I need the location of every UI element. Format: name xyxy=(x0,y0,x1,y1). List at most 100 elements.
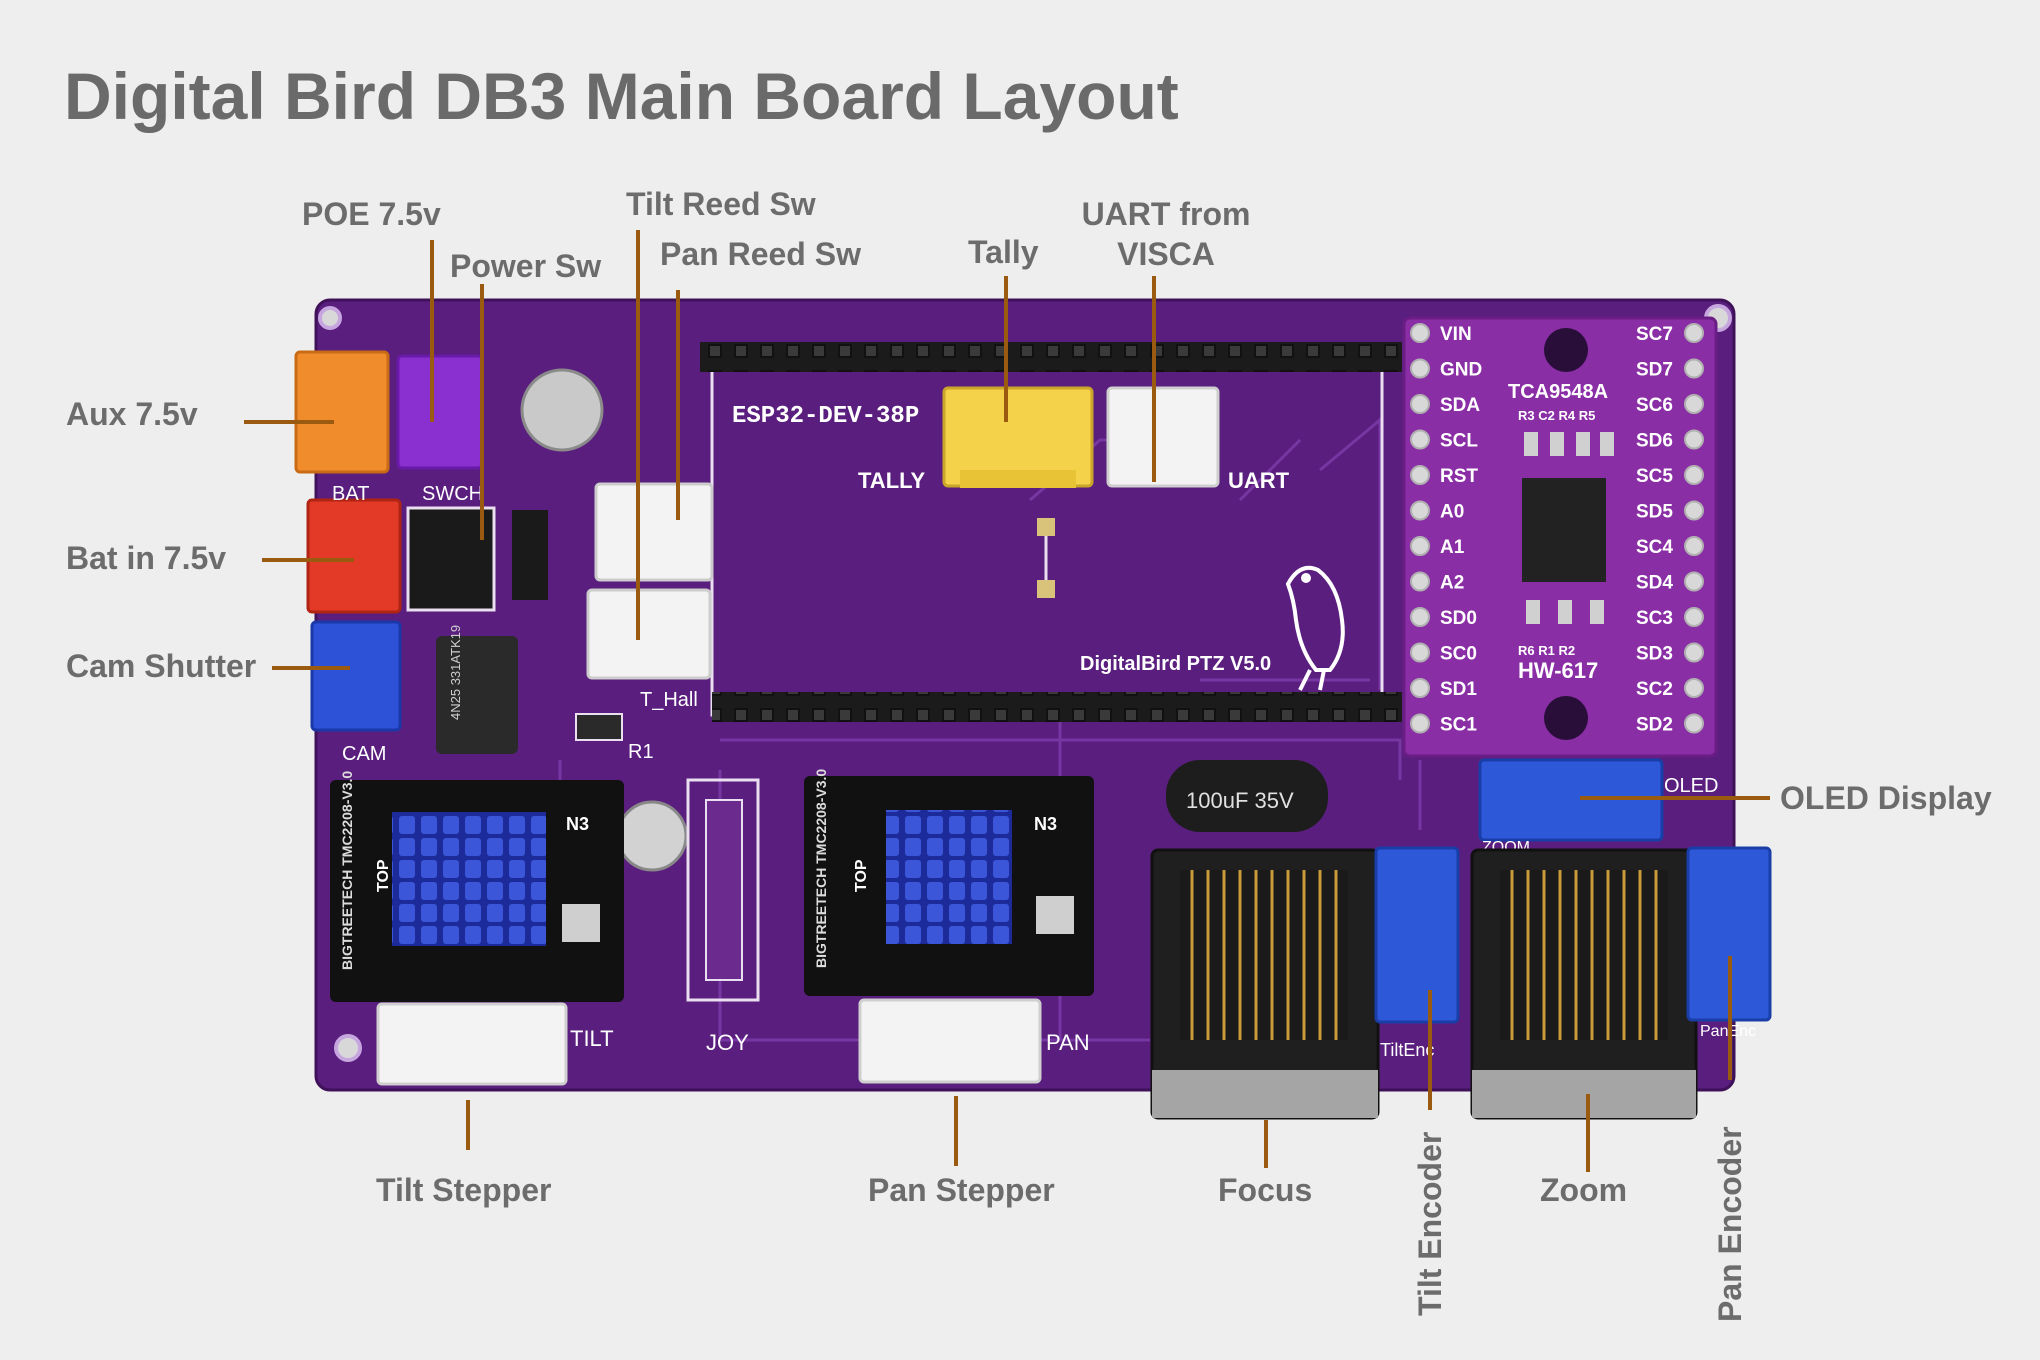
cam-connector xyxy=(310,620,402,732)
mux-pin-label-sc4: SC4 xyxy=(1636,537,1673,558)
mux-pin-pad xyxy=(1410,571,1430,592)
mux-pin-label-gnd: GND xyxy=(1440,360,1482,381)
tilt-enc-silk: TiltEnc xyxy=(1380,1040,1434,1060)
poe-connector xyxy=(396,354,484,470)
esp32-header-bottom xyxy=(712,692,1402,722)
tilt-reed-connector xyxy=(594,482,714,582)
tilt-stepper-connector xyxy=(376,1002,568,1086)
capacitor-large xyxy=(1166,760,1328,832)
tilt-heatsink xyxy=(392,812,546,946)
mux-pin-label-a0: A0 xyxy=(1440,502,1464,523)
callout-aux: Aux 7.5v xyxy=(66,396,198,432)
mux-pin-pad xyxy=(1684,323,1704,343)
mux-pin-label-rst: RST xyxy=(1440,466,1478,487)
mux-pin-label-sd5: SD5 xyxy=(1636,502,1673,523)
mux-pin-label-sd4: SD4 xyxy=(1636,573,1673,594)
bat-connector xyxy=(306,498,402,614)
mux-pin-pad xyxy=(1684,678,1704,698)
mux-pin-pad xyxy=(1410,713,1430,734)
n3-silk-pan: N3 xyxy=(1034,814,1057,834)
callout-pan-reed: Pan Reed Sw xyxy=(660,236,861,272)
callout-tilt-reed: Tilt Reed Sw xyxy=(626,186,816,222)
pan-heatsink xyxy=(886,810,1012,944)
mux-pin-label-sc0: SC0 xyxy=(1440,644,1477,665)
joy-silk: JOY xyxy=(706,1030,749,1055)
mux-pin-label-sc3: SC3 xyxy=(1636,608,1673,629)
mux-pin-pad xyxy=(1684,500,1704,521)
callout-poe: POE 7.5v xyxy=(302,196,441,232)
mux-pin-pad xyxy=(1410,536,1430,556)
cam-silk: CAM xyxy=(342,743,386,765)
mux-pin-pad xyxy=(1410,500,1430,521)
mux-pin-pad xyxy=(1684,394,1704,414)
pan-reed-connector xyxy=(586,588,712,680)
mux-chip xyxy=(1522,478,1606,582)
mux-pin-label-scl: SCL xyxy=(1440,431,1478,452)
callout-pan-encoder: Pan Encoder xyxy=(1712,1126,1748,1322)
top-silk-pan: TOP xyxy=(853,859,870,892)
pan-driver-silk: BIGTREETECH TMC2208-V3.0 xyxy=(813,769,829,968)
mux-pin-pad xyxy=(1684,607,1704,627)
callout-pan-stepper: Pan Stepper xyxy=(868,1172,1055,1208)
mux-pin-label-sd6: SD6 xyxy=(1636,431,1673,452)
mux-model: HW-617 xyxy=(1518,658,1598,683)
mux-pin-label-sc6: SC6 xyxy=(1636,395,1673,416)
esp32-header-top xyxy=(700,342,1402,372)
esp32-silk: ESP32-DEV-38P xyxy=(732,403,919,430)
mux-pin-label-sd2: SD2 xyxy=(1636,715,1673,736)
tilt-encoder-connector xyxy=(1374,846,1460,1024)
mux-pin-label-sc5: SC5 xyxy=(1636,466,1673,487)
mux-pin-label-sd7: SD7 xyxy=(1636,360,1673,381)
t-hall-silk: T_Hall xyxy=(640,689,698,711)
uart-connector xyxy=(1106,386,1220,488)
tally-silk: TALLY xyxy=(858,468,926,493)
mux-pin-pad xyxy=(1684,713,1704,734)
capacitor-stepper xyxy=(616,800,688,872)
oled-silk: OLED xyxy=(1664,775,1718,797)
callout-oled: OLED Display xyxy=(1780,780,1992,816)
bat-silk: BAT xyxy=(332,483,369,505)
top-silk-tilt: TOP xyxy=(375,859,392,892)
tilt-silk: TILT xyxy=(570,1026,614,1051)
mux-pin-label-sda: SDA xyxy=(1440,395,1480,416)
mux-pin-pad xyxy=(1684,358,1704,379)
mux-pin-label-sd0: SD0 xyxy=(1440,608,1477,629)
mux-pin-pad xyxy=(1410,465,1430,485)
mux-pin-label-sc1: SC1 xyxy=(1440,715,1477,736)
uart-silk: UART xyxy=(1228,468,1290,493)
capacitor-large-silk: 100uF 35V xyxy=(1186,788,1294,813)
bird-logo xyxy=(1285,565,1345,691)
callout-uart-line2: VISCA xyxy=(1117,236,1215,272)
mux-pin-pad xyxy=(1410,607,1430,627)
mux-chip-name: TCA9548A xyxy=(1508,381,1608,403)
mux-pin-pad xyxy=(1684,536,1704,556)
callout-power-sw: Power Sw xyxy=(450,248,602,284)
callout-zoom: Zoom xyxy=(1540,1172,1628,1208)
power-switch xyxy=(406,506,496,612)
callout-bat-in: Bat in 7.5v xyxy=(66,540,227,576)
mux-pin-group: VINGNDSDASCLRSTA0A1A2SD0SC0SD1SC1SC7SD7S… xyxy=(1410,323,1704,736)
callout-tally: Tally xyxy=(968,234,1039,270)
mux-pin-pad xyxy=(1684,465,1704,485)
callout-tilt-encoder: Tilt Encoder xyxy=(1412,1131,1448,1316)
swch-silk: SWCH xyxy=(422,483,483,505)
pan-silk: PAN xyxy=(1046,1030,1090,1055)
mux-pin-label-sc2: SC2 xyxy=(1636,679,1673,700)
mux-resistors-top: R3 C2 R4 R5 xyxy=(1518,408,1595,423)
callout-uart-line1: UART from xyxy=(1081,196,1251,232)
mux-pin-pad xyxy=(1410,358,1430,379)
mux-resistors-bottom: R6 R1 R2 xyxy=(1518,643,1575,658)
mux-pin-pad xyxy=(1684,642,1704,663)
callout-cam-shutter: Cam Shutter xyxy=(66,648,257,684)
pan-stepper-connector xyxy=(858,998,1042,1084)
mux-pin-label-a1: A1 xyxy=(1440,537,1465,558)
n3-silk-tilt: N3 xyxy=(566,814,589,834)
mux-pin-label-a2: A2 xyxy=(1440,573,1464,594)
page-title: Digital Bird DB3 Main Board Layout xyxy=(64,59,1179,133)
r1-silk: R1 xyxy=(628,741,654,763)
joy-connector xyxy=(686,778,760,1002)
mux-pin-label-sd1: SD1 xyxy=(1440,679,1477,700)
callout-tilt-stepper: Tilt Stepper xyxy=(376,1172,552,1208)
mux-pin-label-sc7: SC7 xyxy=(1636,324,1673,345)
